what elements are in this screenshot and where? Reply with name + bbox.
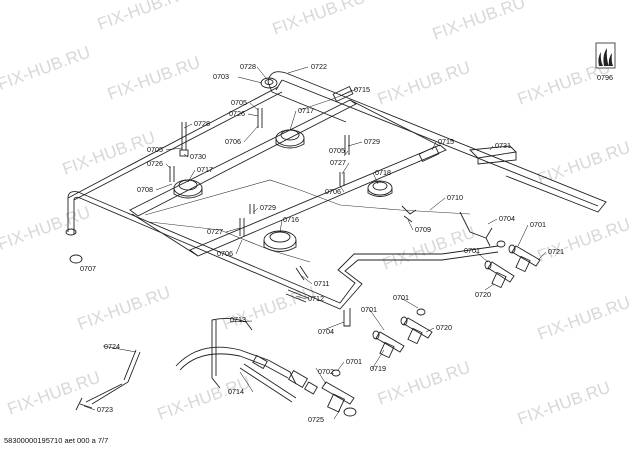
watermark: FIX-HUB.RU xyxy=(0,203,93,254)
leader-lines xyxy=(83,66,547,420)
manifold-bars xyxy=(129,85,471,263)
callout-0729: 0729 xyxy=(364,137,380,146)
callout-0723: 0723 xyxy=(97,405,113,414)
callout-0701: 0701 xyxy=(464,246,480,255)
callout-0730: 0730 xyxy=(190,152,206,161)
callout-0706: 0706 xyxy=(325,187,341,196)
callout-0724: 0724 xyxy=(104,342,120,351)
callout-0705: 0705 xyxy=(329,146,345,155)
callout-0710: 0710 xyxy=(447,193,463,202)
callout-0725: 0725 xyxy=(308,415,324,424)
small-parts xyxy=(69,77,517,327)
callout-0796: 0796 xyxy=(597,73,613,82)
gas-valves xyxy=(321,240,541,417)
callout-0701: 0701 xyxy=(393,293,409,302)
callout-0715: 0715 xyxy=(354,85,370,94)
callout-0706: 0706 xyxy=(217,249,233,258)
watermark: FIX-HUB.RU xyxy=(5,368,103,419)
callout-0712: 0712 xyxy=(308,294,324,303)
callout-0726: 0726 xyxy=(147,159,163,168)
valve-0720b xyxy=(400,316,433,345)
watermark: FIX-HUB.RU xyxy=(0,43,93,94)
callout-0703: 0703 xyxy=(213,72,229,81)
callout-0714: 0714 xyxy=(228,387,244,396)
watermark: FIX-HUB.RU xyxy=(270,0,368,39)
valve-0720a xyxy=(484,260,515,289)
callout-0726: 0726 xyxy=(229,109,245,118)
watermark: FIX-HUB.RU xyxy=(75,283,173,334)
watermark: FIX-HUB.RU xyxy=(430,0,528,44)
callout-0731: 0731 xyxy=(495,141,511,150)
burner-front xyxy=(263,230,297,252)
callout-0720: 0720 xyxy=(436,323,452,332)
callout-0727: 0727 xyxy=(207,227,223,236)
callout-0705: 0705 xyxy=(147,145,163,154)
watermark: FIX-HUB.RU xyxy=(220,283,318,334)
valve-0721 xyxy=(508,244,541,273)
callout-0717: 0717 xyxy=(197,165,213,174)
callout-0729: 0729 xyxy=(260,203,276,212)
watermark: FIX-HUB.RU xyxy=(60,128,158,179)
callout-0705: 0705 xyxy=(231,98,247,107)
callout-0707: 0707 xyxy=(80,264,96,273)
flame-symbol-icon xyxy=(595,42,616,69)
burner-top xyxy=(275,129,305,149)
watermark: FIX-HUB.RU xyxy=(105,53,203,104)
burner-left xyxy=(173,179,203,199)
callout-0719: 0719 xyxy=(370,364,386,373)
callout-0728: 0728 xyxy=(194,119,210,128)
watermark: FIX-HUB.RU xyxy=(375,58,473,109)
callout-0713: 0713 xyxy=(230,315,246,324)
callout-0711: 0711 xyxy=(314,279,329,288)
callout-0704: 0704 xyxy=(318,327,334,336)
watermark: FIX-HUB.RU xyxy=(535,215,633,266)
callout-0716: 0716 xyxy=(283,215,299,224)
callout-0704: 0704 xyxy=(499,214,515,223)
watermark: FIX-HUB.RU xyxy=(95,0,193,34)
valve-0725 xyxy=(321,381,357,417)
callout-0702: 0702 xyxy=(318,367,334,376)
callout-0722: 0722 xyxy=(311,62,327,71)
callout-0720: 0720 xyxy=(475,290,491,299)
callout-0718: 0718 xyxy=(375,168,391,177)
callout-0701: 0701 xyxy=(530,220,546,229)
callout-0708: 0708 xyxy=(137,185,153,194)
callout-0701: 0701 xyxy=(361,305,377,314)
callout-labels: 0728 0722 0703 0715 0705 0717 0726 0728 … xyxy=(80,62,613,424)
callout-0715: 0715 xyxy=(438,137,454,146)
callout-0709: 0709 xyxy=(415,225,431,234)
valve-0719 xyxy=(372,330,405,359)
callout-0717: 0717 xyxy=(298,106,314,115)
watermark: FIX-HUB.RU xyxy=(155,373,253,424)
callout-0706: 0706 xyxy=(225,137,241,146)
watermark: FIX-HUB.RU xyxy=(535,138,633,189)
watermark: FIX-HUB.RU xyxy=(535,293,633,344)
bottom-tubing xyxy=(75,317,318,411)
drawing-reference-footer: 58300000195710 aet 000 a 7/7 xyxy=(4,436,109,445)
callout-0727: 0727 xyxy=(330,158,346,167)
watermark: FIX-HUB.RU xyxy=(375,358,473,409)
callout-0721: 0721 xyxy=(548,247,564,256)
watermark: FIX-HUB.RU xyxy=(515,378,613,429)
callout-0701: 0701 xyxy=(346,357,362,366)
callout-0728: 0728 xyxy=(240,62,256,71)
burner-right xyxy=(367,180,393,197)
